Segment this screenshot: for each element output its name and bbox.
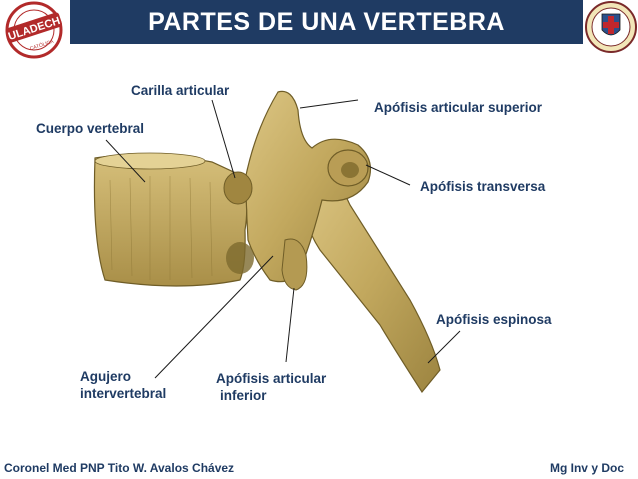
uladech-logo: ULADECH CATÓLICA: [0, 0, 70, 60]
title-bar: PARTES DE UNA VERTEBRA: [70, 0, 583, 44]
label-carilla-articular: Carilla articular: [131, 83, 230, 98]
inferior-articular-process: [281, 238, 308, 291]
leader-cuerpo: [105, 139, 146, 183]
footer-credentials: Mg Inv y Doc: [549, 461, 624, 475]
leader-transversa: [365, 164, 411, 186]
leader-carilla: [211, 99, 236, 179]
label-agujero-intervertebral: Agujero intervertebral: [80, 368, 166, 402]
label-inferior-line1: Apófisis articular: [216, 371, 327, 386]
label-agujero-line2: intervertebral: [80, 386, 167, 401]
pedicle-shadow: [226, 242, 254, 274]
label-agujero-line1: Agujero: [80, 369, 132, 384]
label-apofisis-articular-inferior: Apófisis articular inferior: [216, 370, 326, 404]
cross-shield-emblem-icon: [584, 0, 638, 54]
label-apofisis-transversa: Apófisis transversa: [420, 179, 546, 194]
label-inferior-line2: inferior: [220, 388, 267, 403]
articular-facet: [223, 171, 253, 205]
footer-author: Coronel Med PNP Tito W. Avalos Chávez: [4, 461, 235, 475]
label-cuerpo-vertebral: Cuerpo vertebral: [36, 121, 145, 136]
leader-agujero: [154, 255, 274, 379]
transverse-process-hollow: [341, 162, 359, 178]
leader-inferior: [285, 287, 295, 363]
leader-espinosa: [427, 330, 461, 364]
page-title: PARTES DE UNA VERTEBRA: [148, 7, 505, 36]
label-apofisis-espinosa: Apófisis espinosa: [436, 312, 552, 327]
leader-sup: [299, 99, 359, 109]
body-top-surface: [94, 152, 206, 170]
label-apofisis-articular-superior: Apófisis articular superior: [374, 100, 543, 115]
vertebral-body: [93, 154, 248, 287]
